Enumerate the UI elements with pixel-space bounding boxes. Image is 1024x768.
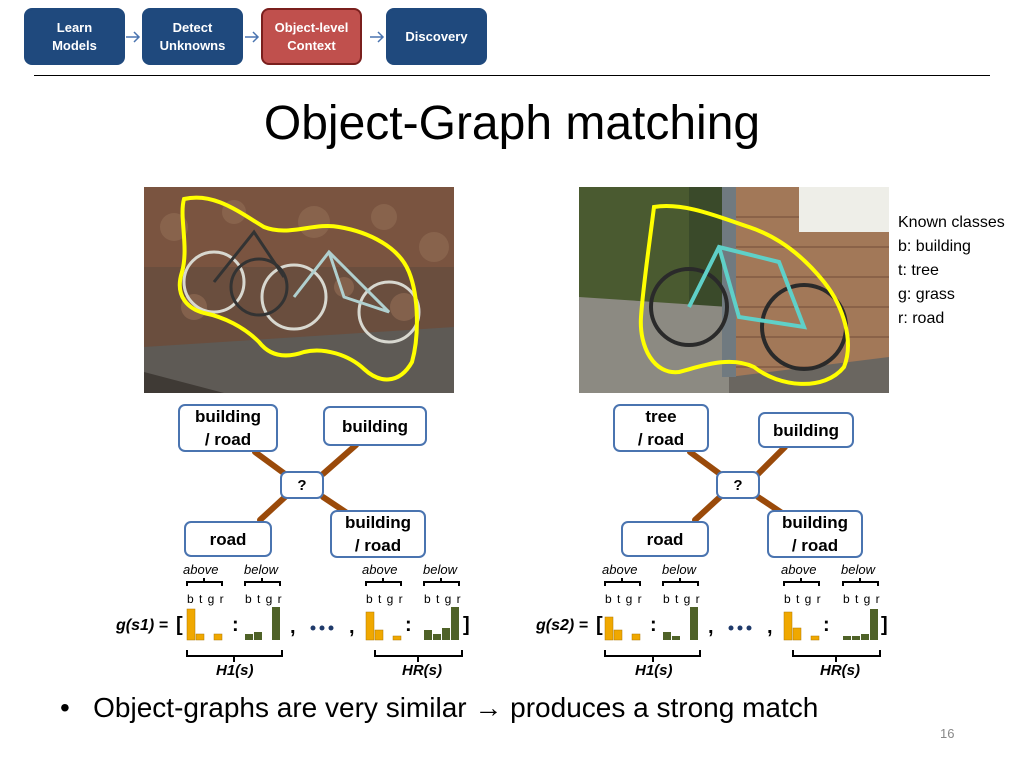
nav-step-discovery[interactable]: Discovery [386, 8, 487, 65]
class-letters: b t g r [843, 592, 881, 606]
g-s1-label: g(s1) = [116, 617, 169, 634]
bicycles-photo-1 [144, 187, 454, 393]
nav-step-label: Discovery [405, 28, 468, 44]
bullet-icon: • [60, 692, 94, 723]
below-label: below [423, 562, 457, 577]
h1-label: H1(s) [635, 662, 673, 679]
above-label: above [362, 562, 398, 577]
class-letters: b t g r [424, 592, 462, 606]
g-s2-label: g(s2) = [536, 617, 589, 634]
close-bracket: ] [463, 614, 470, 636]
known-class-item: g: grass [898, 286, 955, 303]
colon: : [232, 614, 239, 636]
h1-label: H1(s) [216, 662, 254, 679]
graph2-node-top-right: building [758, 412, 854, 448]
below-label: below [662, 562, 696, 577]
arrow-icon [126, 31, 141, 43]
colon: : [823, 614, 830, 636]
known-class-item: r: road [898, 310, 945, 327]
known-class-item: b: building [898, 238, 971, 255]
comma: , [708, 616, 714, 638]
open-bracket: [ [596, 614, 603, 636]
comma: , [767, 616, 773, 638]
bullet-text: Object-graphs are very similar → produce… [93, 692, 819, 723]
class-letters: b t g r [187, 592, 225, 606]
above-label: above [602, 562, 638, 577]
graph1-node-top-right: building [323, 406, 427, 446]
comma: , [290, 616, 296, 638]
below-label: below [841, 562, 875, 577]
hr-label: HR(s) [402, 662, 442, 679]
bicycle-photo-2 [579, 187, 889, 393]
header-divider [34, 75, 990, 76]
nav-step-detect-unknowns[interactable]: Detect Unknowns [142, 8, 243, 65]
graph1-node-top-left: building / road [178, 404, 278, 452]
page-number: 16 [940, 726, 955, 741]
nav-arrows [126, 31, 385, 43]
known-class-item: t: tree [898, 262, 939, 279]
colon: : [405, 614, 412, 636]
graph2-node-top-left: tree / road [613, 404, 709, 452]
comma: , [349, 616, 355, 638]
above-label: above [781, 562, 817, 577]
below-label: below [244, 562, 278, 577]
close-bracket: ] [881, 614, 888, 636]
open-bracket: [ [176, 614, 183, 636]
class-letters: b t g r [663, 592, 701, 606]
graph2-node-bottom-left: road [621, 521, 709, 557]
nav-step-learn-models[interactable]: Learn Models [24, 8, 125, 65]
above-label: above [183, 562, 219, 577]
arrow-icon [370, 31, 385, 43]
class-letters: b t g r [366, 592, 404, 606]
class-letters: b t g r [245, 592, 283, 606]
nav-step-label: Detect Unknowns [159, 19, 226, 53]
graph1-node-center: ? [280, 471, 324, 499]
hr-label: HR(s) [820, 662, 860, 679]
nav-step-label: Learn Models [52, 19, 97, 53]
slide-title: Object-Graph matching [263, 97, 761, 150]
class-letters: b t g r [784, 592, 822, 606]
known-classes-legend: Known classes b: building t: tree g: gra… [898, 211, 1005, 331]
class-letters: b t g r [605, 592, 643, 606]
graph1-node-bottom-right: building / road [330, 510, 426, 558]
arrow-icon [245, 31, 260, 43]
graph1-node-bottom-left: road [184, 521, 272, 557]
colon: : [650, 614, 657, 636]
graph2-node-bottom-right: building / road [767, 510, 863, 558]
nav-step-object-level-context[interactable]: Object-level Context [261, 8, 362, 65]
nav-step-label: Object-level Context [274, 19, 349, 53]
bullet-point: • Object-graphs are very similar → produ… [60, 692, 818, 724]
graph2-node-center: ? [716, 471, 760, 499]
known-classes-header: Known classes [898, 214, 1005, 231]
